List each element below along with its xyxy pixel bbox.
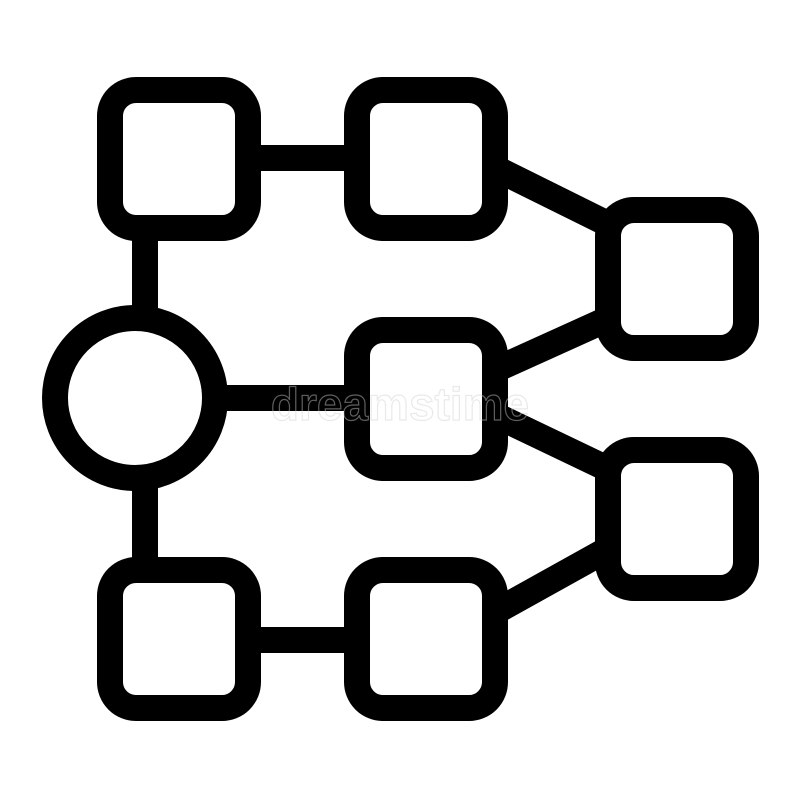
node-right-lower — [595, 437, 759, 601]
node-right-upper — [595, 197, 759, 361]
node-bottom-left — [97, 557, 261, 721]
node-top-middle — [344, 77, 508, 241]
root-circle-node — [42, 305, 228, 491]
connector-group — [132, 145, 617, 653]
edge-center-to-right-lower — [489, 403, 616, 482]
edge-bottom-middle-to-right-lower — [488, 536, 617, 624]
edge-center-to-right-upper — [489, 306, 616, 382]
node-group — [42, 77, 759, 721]
watermark-text: dreamstime — [271, 378, 529, 430]
edge-top-middle-to-right-upper — [489, 156, 616, 237]
node-top-left — [97, 77, 261, 241]
node-bottom-middle — [344, 557, 508, 721]
node-center — [344, 317, 508, 481]
